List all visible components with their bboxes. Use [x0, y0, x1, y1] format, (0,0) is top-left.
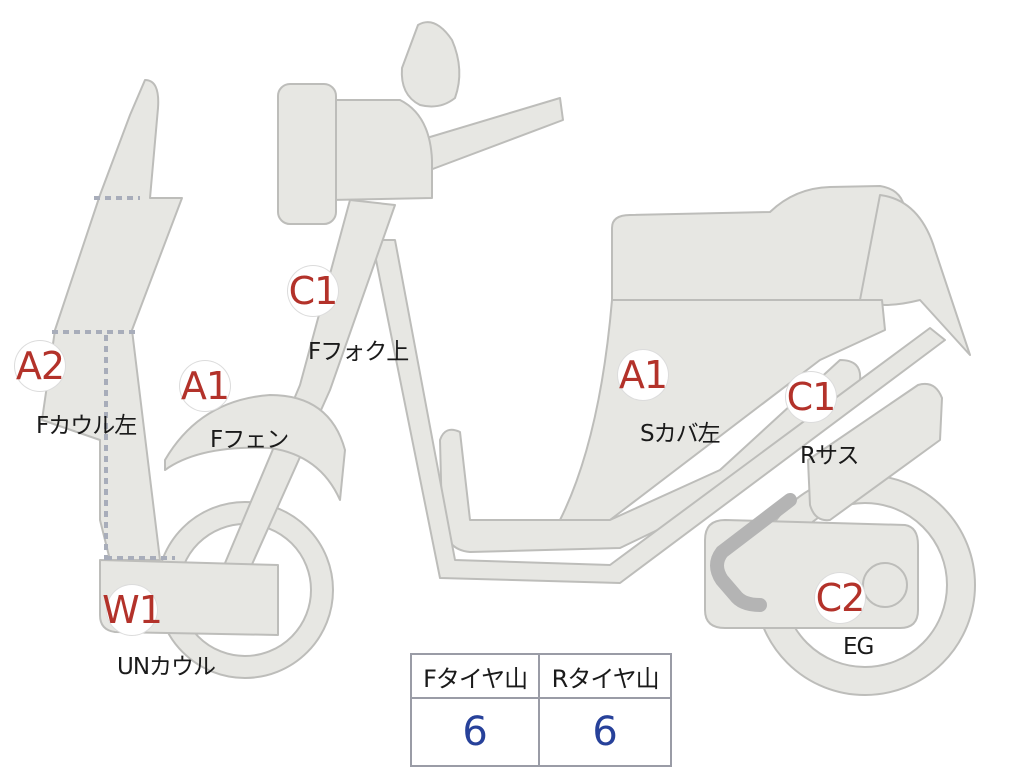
- rear-tire-tread-value: 6: [538, 697, 672, 767]
- rear-shock: [807, 382, 943, 522]
- front-tire-tread-value: 6: [409, 697, 541, 767]
- marker-front-fender: A1: [180, 361, 230, 411]
- front-fender: [164, 394, 346, 501]
- marker-side-cover-left: A1: [618, 350, 668, 400]
- marker-code: W1: [102, 588, 163, 632]
- head-cover: [329, 99, 433, 201]
- headlight: [277, 83, 337, 225]
- front-cowl: [41, 79, 183, 561]
- exhaust-pipe: [710, 493, 797, 612]
- marker-rear-suspension: C1: [786, 372, 836, 422]
- part-label-under-cowl: UNカウル: [117, 654, 216, 680]
- part-label-engine: EG: [843, 634, 874, 660]
- marker-code: A1: [180, 364, 230, 408]
- headlight-top: [400, 21, 461, 108]
- marker-code: A2: [15, 344, 65, 388]
- tire-tread-table: Fタイヤ山 Rタイヤ山 6 6: [409, 653, 672, 767]
- marker-under-cowl: W1: [102, 585, 163, 635]
- seat: [611, 185, 906, 305]
- marker-front-fork-upper: C1: [288, 266, 338, 316]
- marker-front-cowl-left: A2: [15, 341, 65, 391]
- part-label-front-fork-upper: Fフォク上: [308, 339, 409, 365]
- front-tire-tread-header: Fタイヤ山: [409, 653, 541, 699]
- marker-code: A1: [618, 353, 668, 397]
- part-label-side-cover-left: Sカバ左: [640, 421, 721, 447]
- part-label-rear-suspension: Rサス: [800, 443, 860, 469]
- part-label-front-fender: Fフェン: [210, 427, 289, 453]
- marker-engine: C2: [815, 573, 865, 623]
- marker-code: C1: [288, 269, 339, 313]
- front-fork: [219, 199, 396, 581]
- part-label-front-cowl-left: Fカウル左: [36, 413, 137, 439]
- rear-tire-tread-header: Rタイヤ山: [538, 653, 672, 699]
- handlebar: [419, 97, 564, 171]
- marker-code: C1: [786, 375, 837, 419]
- marker-code: C2: [815, 576, 866, 620]
